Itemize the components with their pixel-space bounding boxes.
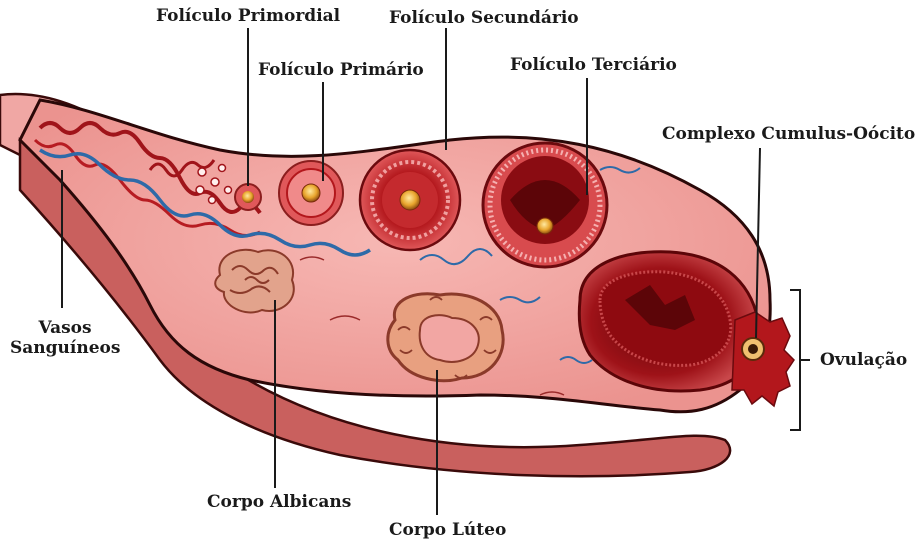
- label-blood-vessels-line2: Sanguíneos: [10, 338, 120, 358]
- label-secondary-follicle: Folículo Secundário: [389, 8, 579, 28]
- secondary-follicle: [360, 150, 460, 250]
- primary-follicle: [279, 161, 343, 225]
- label-tertiary-follicle: Folículo Terciário: [510, 55, 677, 75]
- label-primary-follicle: Folículo Primário: [258, 60, 424, 80]
- label-corpus-luteum: Corpo Lúteo: [389, 520, 506, 540]
- label-primordial-follicle: Folículo Primordial: [156, 6, 340, 26]
- label-cumulus-oocyte-complex: Complexo Cumulus-Oócito: [662, 124, 915, 144]
- corpus-albicans: [215, 250, 294, 313]
- label-blood-vessels-line1: Vasos: [10, 318, 120, 338]
- label-blood-vessels: Vasos Sanguíneos: [10, 318, 120, 358]
- tertiary-follicle: [483, 143, 607, 267]
- label-ovulation: Ovulação: [820, 350, 907, 370]
- label-corpus-albicans: Corpo Albicans: [207, 492, 351, 512]
- corpus-luteum: [388, 294, 503, 381]
- primordial-follicle-labeled: [235, 184, 261, 210]
